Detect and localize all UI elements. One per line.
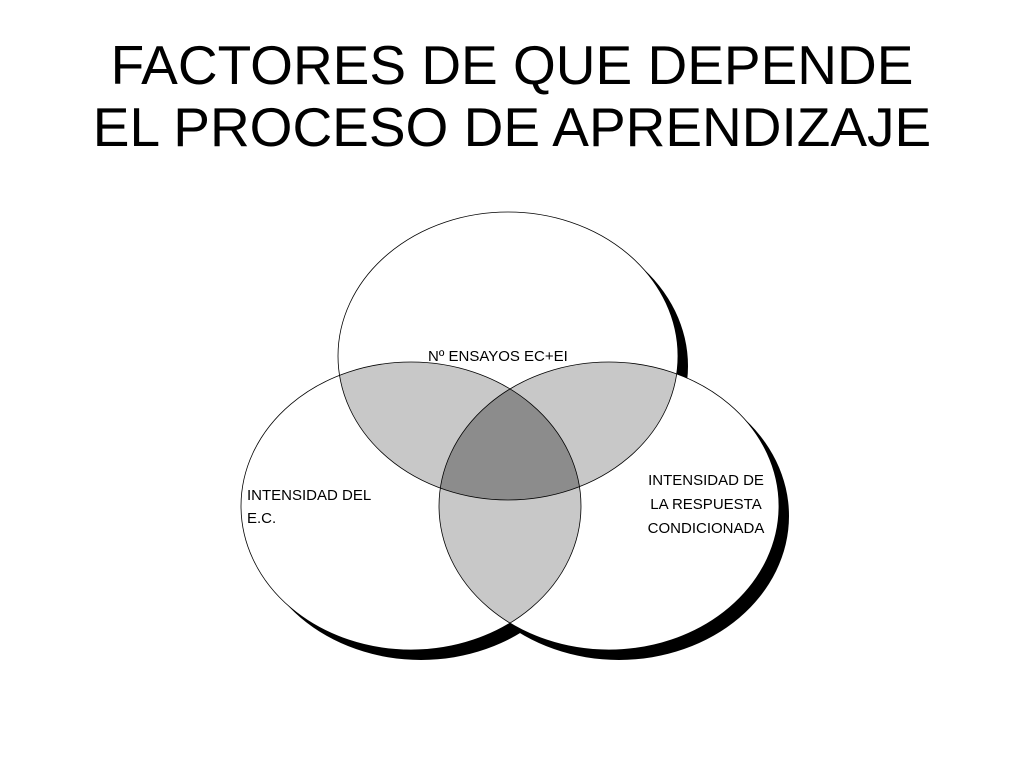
circle-right-outline [438,361,780,651]
overlap-center [439,362,581,500]
center-overlap-group [439,362,581,500]
label-top-set: Nº ENSAYOS EC+EI [428,348,568,365]
label-right-set-line-1: INTENSIDAD DE [648,472,764,489]
slide-title: FACTORES DE QUE DEPENDE EL PROCESO DE AP… [0,34,1024,158]
circle-outlines [240,211,780,651]
slide-title-line-1: FACTORES DE QUE DEPENDE [110,34,914,96]
label-right-set-line-2: LA RESPUESTA [650,496,761,513]
circle-top-outline [337,211,679,501]
slide-title-line-2: EL PROCESO DE APRENDIZAJE [92,96,932,158]
label-left-set-line-2: E.C. [247,510,276,527]
circle-left-outline [240,361,582,651]
label-left-set-line-1: INTENSIDAD DEL [247,487,371,504]
label-right-set-line-3: CONDICIONADA [648,520,765,537]
